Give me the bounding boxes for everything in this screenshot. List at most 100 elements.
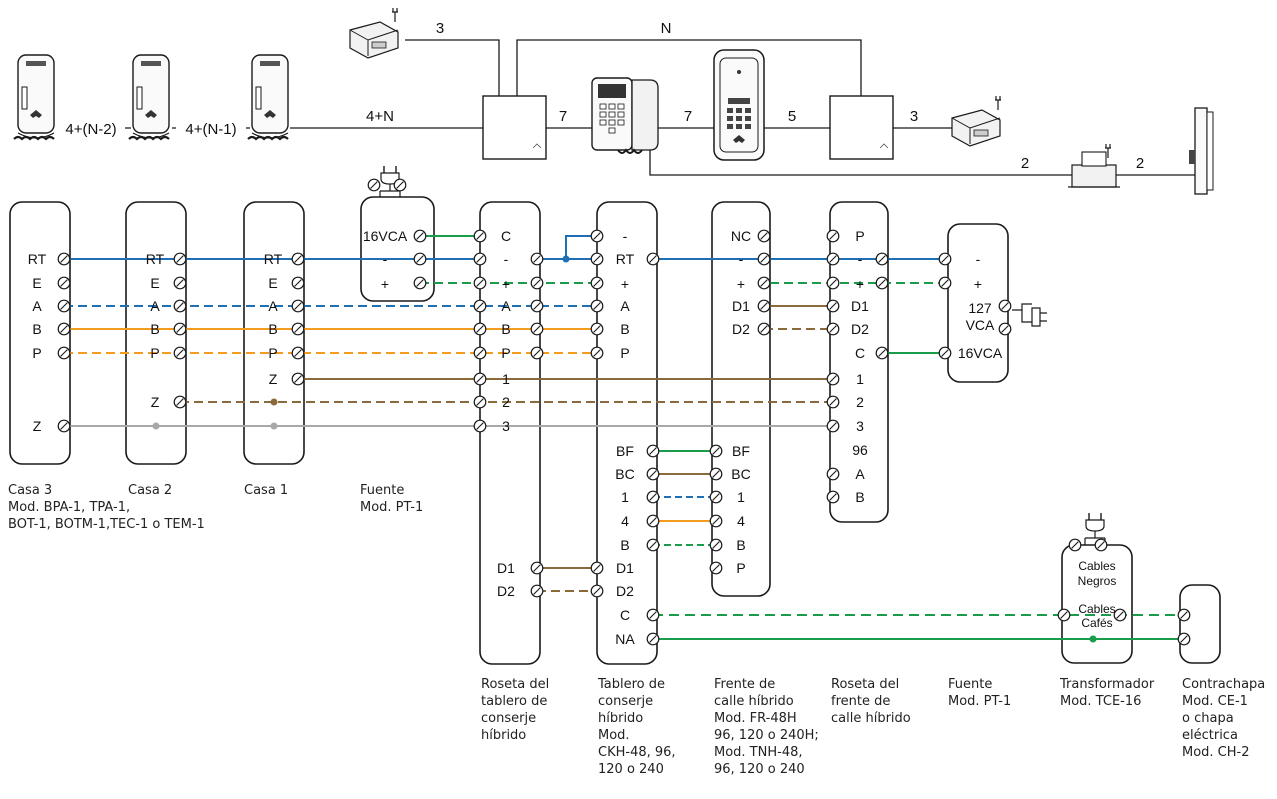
- tablero-1-label: 1: [621, 489, 629, 505]
- caption-roseta-conserje: Roseta del tablero de conserje híbrido: [481, 677, 550, 743]
- casa1-b-label: B: [268, 321, 277, 337]
- roseta-frente-p-label: P: [855, 228, 864, 244]
- tablero-4-label: 4: [621, 513, 629, 529]
- tablero-b2-label: B: [620, 537, 629, 553]
- junction-dot-3a: [152, 422, 160, 430]
- junction-dot-rt: [562, 255, 570, 263]
- casa2-b-label: B: [150, 321, 159, 337]
- casa3-rt-label: RT: [28, 251, 47, 267]
- roseta-frente-a-label: A: [855, 466, 865, 482]
- casa2-z-label: Z: [151, 394, 160, 410]
- transformer-top: [1068, 144, 1120, 188]
- roseta-conserje-module: [479, 201, 541, 665]
- roseta-b-label: B: [501, 321, 510, 337]
- roseta-1-label: 1: [502, 371, 510, 387]
- transformador-cables-cafes-1: Cables: [1078, 602, 1115, 616]
- casa3-module: [9, 201, 71, 465]
- plug-transformador: [1085, 512, 1105, 539]
- junction-box-right: [829, 95, 894, 160]
- roseta-2-label: 2: [502, 394, 510, 410]
- tablero-p-label: P: [620, 345, 629, 361]
- tablero-rt-label: RT: [616, 251, 635, 267]
- frente-bf-label: BF: [732, 443, 750, 459]
- roseta-frente-d2-label: D2: [851, 321, 869, 337]
- fuente2-vca-label: VCA: [966, 317, 995, 333]
- casa2-phone: [127, 53, 171, 141]
- casa3-p-label: P: [32, 345, 41, 361]
- caption-casa3: Casa 3 Mod. BPA-1, TPA-1, BOT-1, BOTM-1,…: [8, 483, 205, 532]
- caption-transformador: Transformador Mod. TCE-16: [1060, 677, 1155, 709]
- tablero-minus-label: -: [623, 228, 628, 244]
- frente-calle-module: [711, 201, 771, 597]
- fuente2-16vca-label: 16VCA: [958, 345, 1003, 361]
- wire-label-2-right: 2: [1136, 155, 1144, 172]
- wire-label-4n1: 4+(N-1): [185, 121, 236, 138]
- junction-box-left: [482, 95, 547, 160]
- casa1-e-label: E: [268, 275, 277, 291]
- fuente2-plus-label: +: [974, 276, 982, 292]
- roseta-c-label: C: [501, 228, 511, 244]
- frente-d1-label: D1: [732, 298, 750, 314]
- roseta-frente-b-label: B: [855, 489, 864, 505]
- roseta-frente-96-label: 96: [852, 442, 868, 458]
- roseta-frente-2-label: 2: [856, 394, 864, 410]
- casa3-z-label: Z: [33, 418, 42, 434]
- caption-casa2: Casa 2: [128, 483, 173, 498]
- wire-label-n: N: [661, 20, 672, 37]
- casa1-module: [243, 201, 305, 465]
- roseta-3-label: 3: [502, 418, 510, 434]
- fuente1-plus-label: +: [381, 276, 389, 292]
- casa2-e-label: E: [150, 275, 159, 291]
- wire-label-3-left: 3: [436, 20, 444, 37]
- caption-tablero: Tablero de conserje híbrido Mod. CKH-48,…: [598, 677, 676, 777]
- roseta-d1-label: D1: [497, 560, 515, 576]
- fuente2-127-label: 127: [968, 300, 992, 316]
- roseta-frente-d1-label: D1: [851, 298, 869, 314]
- wire-label-7-left: 7: [559, 108, 567, 125]
- frente-nc-label: NC: [731, 228, 751, 244]
- tablero-b-label: B: [620, 321, 629, 337]
- tablero-d1-label: D1: [616, 560, 634, 576]
- junction-dot-3b: [270, 422, 278, 430]
- roseta-frente-3-label: 3: [856, 418, 864, 434]
- transformador-cables-cafes-2: Cafés: [1081, 616, 1112, 630]
- roseta-p-label: P: [501, 345, 510, 361]
- contrachapa-module: [1179, 584, 1221, 664]
- frente-1-label: 1: [737, 489, 745, 505]
- tablero-plus-label: +: [621, 276, 629, 292]
- tablero-bc-label: BC: [615, 466, 634, 482]
- wire-label-4n2: 4+(N-2): [65, 121, 116, 138]
- roseta-plus-label: +: [502, 276, 510, 292]
- tablero-d2-label: D2: [616, 583, 634, 599]
- frente-plus-label: +: [737, 276, 745, 292]
- roseta-frente-minus-label: -: [858, 251, 863, 267]
- casa2-rt-label: RT: [146, 251, 165, 267]
- street-panel-device: [713, 49, 765, 161]
- caption-roseta-frente: Roseta del frente de calle híbrido: [831, 677, 911, 726]
- wire-label-5: 5: [788, 108, 796, 125]
- casa2-a-label: A: [150, 298, 160, 314]
- wire-label-2-left: 2: [1021, 155, 1029, 172]
- power-adapter-top-left: [349, 8, 399, 59]
- top-section: 4+(N-2) 4+(N-1) 4+N 3 N 7 7 5 3 2 2: [12, 8, 1214, 195]
- casa1-rt-label: RT: [264, 251, 283, 267]
- caption-fuente2: Fuente Mod. PT-1: [948, 677, 1012, 709]
- casa3-e-label: E: [32, 275, 41, 291]
- junction-dot-z: [270, 398, 278, 406]
- power-adapter-top-right: [951, 96, 1001, 147]
- casa2-module: [125, 201, 187, 465]
- fuente1-minus-label: -: [383, 251, 388, 267]
- wire-label-3-right: 3: [910, 108, 918, 125]
- caption-contrachapa: Contrachapa Mod. CE-1 o chapa eléctrica …: [1182, 677, 1266, 760]
- fuente1-16vca-label: 16VCA: [363, 228, 408, 244]
- frente-4-label: 4: [737, 513, 745, 529]
- conserje-console-device: [591, 77, 659, 154]
- frente-d2-label: D2: [732, 321, 750, 337]
- fuente2-minus-label: -: [976, 251, 981, 267]
- roseta-minus-label: -: [504, 251, 509, 267]
- tablero-a-label: A: [620, 298, 630, 314]
- transformador-cables-negros-2: Negros: [1078, 574, 1117, 588]
- roseta-a-label: A: [501, 298, 511, 314]
- casa1-phone: [246, 53, 290, 141]
